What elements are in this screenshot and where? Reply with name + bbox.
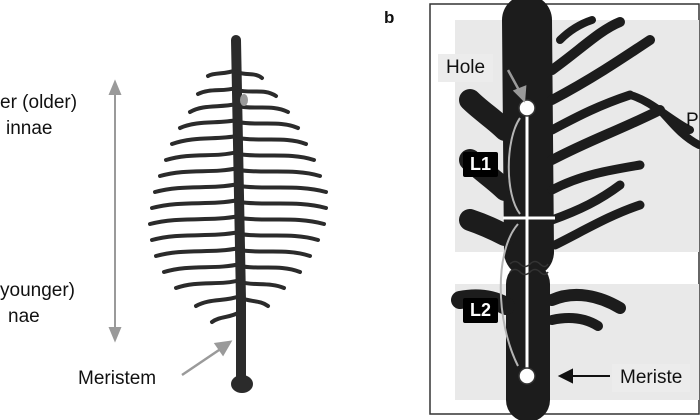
meristem-label-a: Meristem bbox=[78, 368, 157, 389]
l1-label: L1 bbox=[463, 152, 499, 177]
hole-arrow bbox=[506, 69, 527, 103]
length-brackets bbox=[499, 117, 521, 367]
edge-letter: P bbox=[686, 110, 699, 131]
hole-label: Hole bbox=[438, 54, 494, 82]
meristem-label-b: Meriste bbox=[612, 364, 691, 392]
measurement-markers bbox=[503, 99, 555, 385]
meristem-arrow-b bbox=[557, 368, 610, 384]
meristem-arrow-a bbox=[181, 340, 233, 377]
break-squiggle bbox=[509, 260, 549, 276]
upper-pinnae-label-line1: er (older) bbox=[0, 92, 78, 113]
age-axis-arrow bbox=[108, 79, 122, 343]
lower-pinnae-label-line2: nae bbox=[8, 306, 40, 327]
fern-leaf bbox=[148, 35, 328, 393]
panel-b-letter: b bbox=[384, 8, 395, 27]
upper-pinnae-label-line2: innae bbox=[6, 118, 53, 139]
l2-label: L2 bbox=[463, 298, 499, 323]
lower-pinnae-label-line1: younger) bbox=[0, 280, 75, 301]
